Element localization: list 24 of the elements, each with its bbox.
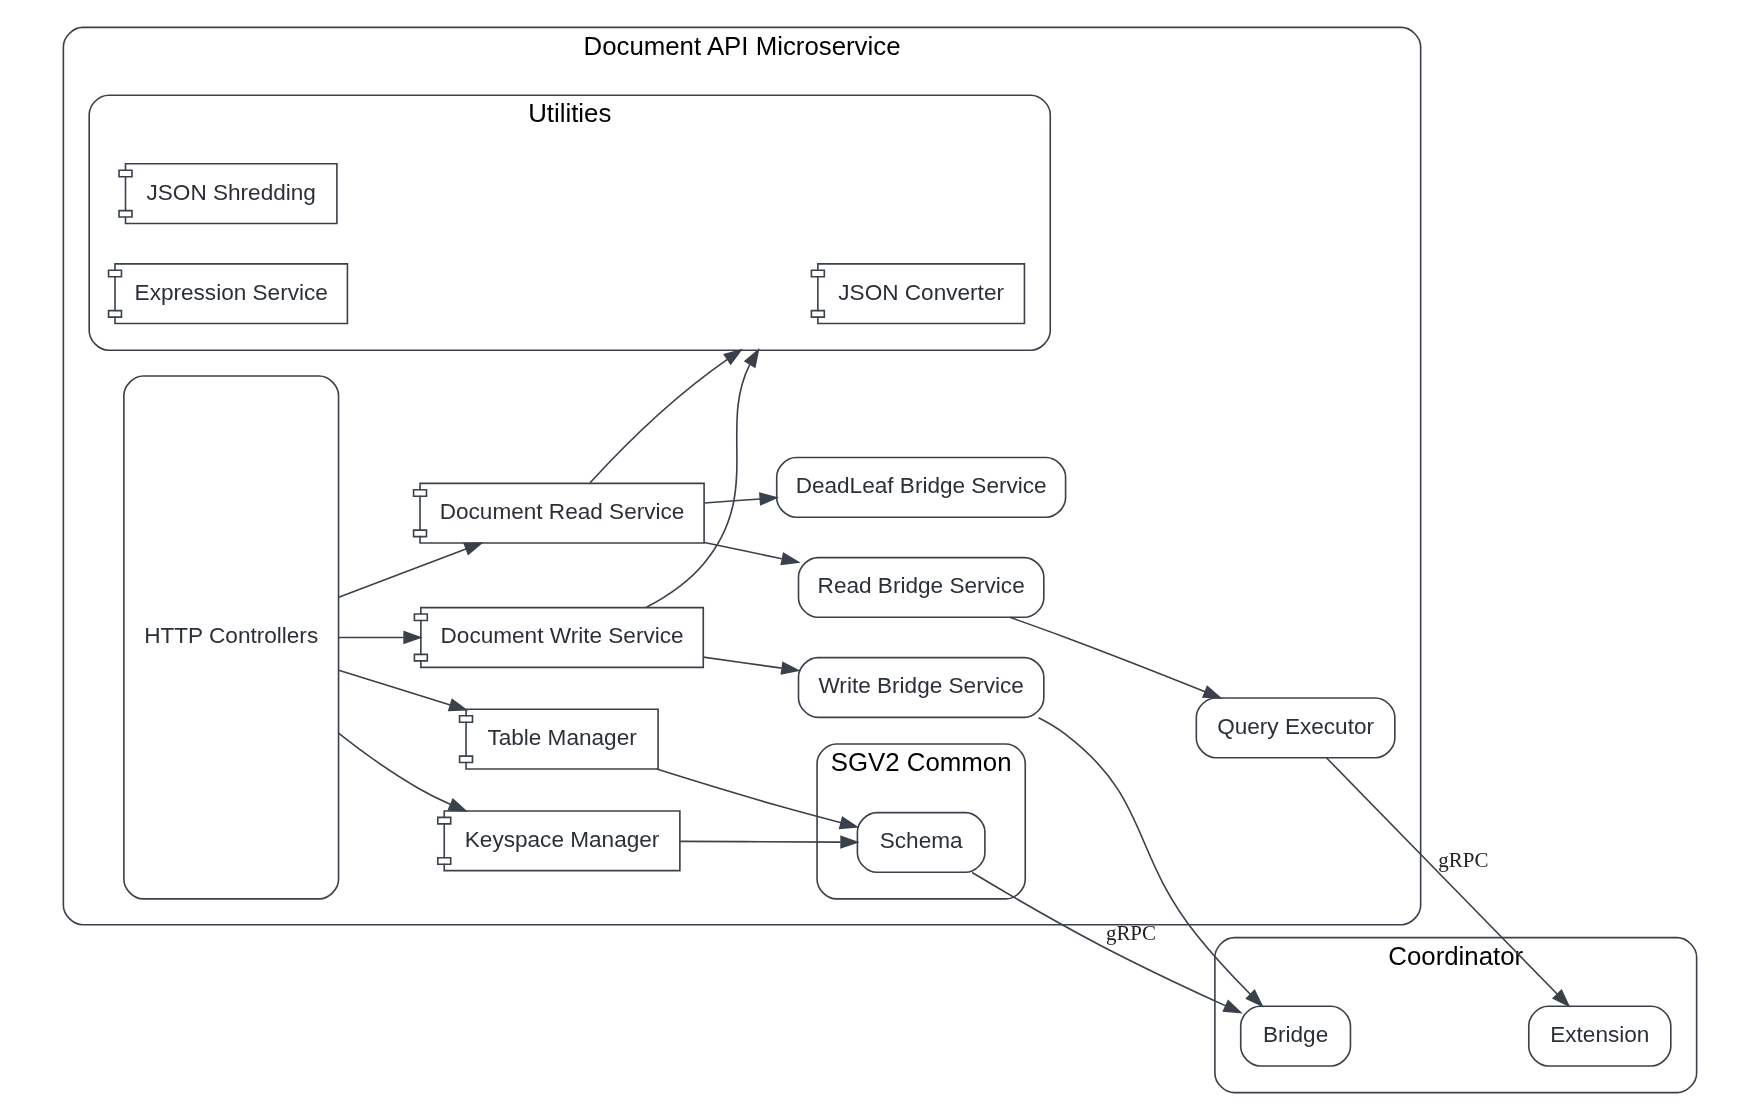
node-box: Query Executor <box>1195 697 1396 759</box>
arrow <box>679 835 860 849</box>
arrow <box>589 348 743 484</box>
node-box: Extension <box>1528 1005 1672 1067</box>
arrow <box>1325 757 1571 1008</box>
arrow <box>702 656 801 675</box>
arrow <box>1009 616 1223 699</box>
arrow <box>337 669 469 712</box>
arrow <box>337 630 423 645</box>
node-box: Bridge <box>1239 1005 1352 1067</box>
arrow <box>337 542 484 599</box>
arrow <box>338 732 468 812</box>
node-box: HTTP Controllers <box>123 375 340 900</box>
arrow <box>655 768 860 830</box>
arrow <box>703 492 779 506</box>
node-box: DeadLeaf Bridge Service <box>775 456 1067 519</box>
arrow <box>645 348 760 609</box>
node-box: Schema <box>856 811 986 874</box>
arrow <box>1037 716 1264 1008</box>
node-box: Write Bridge Service <box>797 656 1045 719</box>
node-box: Read Bridge Service <box>797 556 1045 619</box>
edge-label: gRPC <box>1438 848 1489 873</box>
arrow <box>703 541 801 566</box>
arrow <box>971 871 1243 1014</box>
